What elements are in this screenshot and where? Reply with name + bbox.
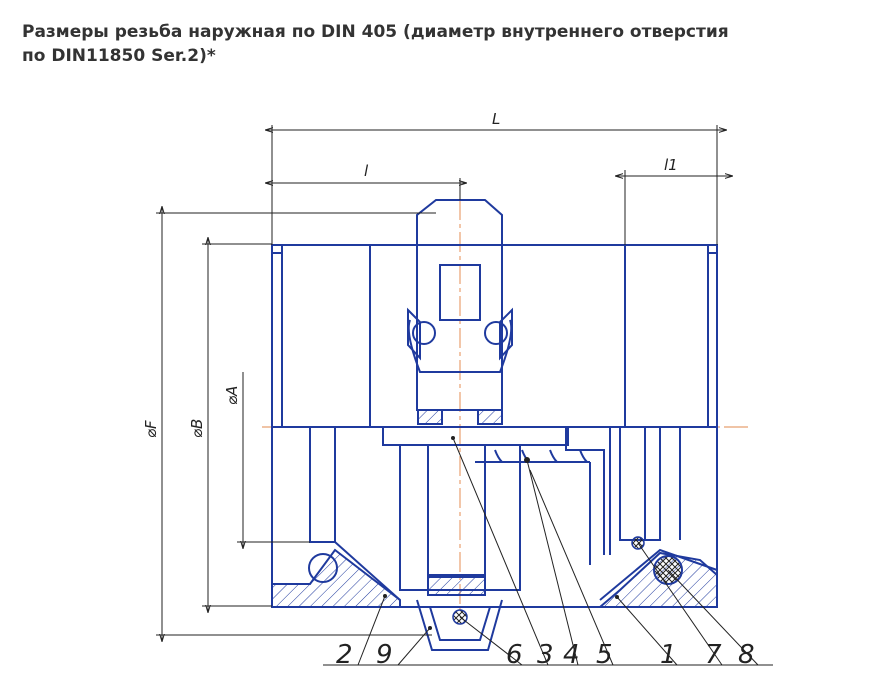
title-line-2: по DIN11850 Ser.2)* bbox=[22, 46, 216, 66]
dim-label-B: ⌀B bbox=[188, 419, 206, 438]
bottom-nozzle bbox=[416, 576, 503, 651]
title-line-1: Размеры резьба наружная по DIN 405 (диам… bbox=[22, 22, 729, 42]
dim-label-L: L bbox=[492, 110, 500, 128]
part-number-8: 8 bbox=[738, 640, 755, 670]
spring bbox=[494, 449, 588, 463]
dim-label-A: ⌀A bbox=[223, 386, 241, 405]
valve-stem bbox=[407, 199, 513, 425]
part-number-4: 4 bbox=[563, 640, 580, 670]
dimension-lines bbox=[156, 125, 732, 641]
page-title: Размеры резьба наружная по DIN 405 (диам… bbox=[22, 20, 782, 68]
leader-lines bbox=[323, 436, 773, 666]
part-number-6: 6 bbox=[506, 640, 523, 670]
dim-label-F: ⌀F bbox=[142, 420, 160, 438]
part-number-9: 9 bbox=[376, 640, 393, 670]
part-number-5: 5 bbox=[596, 640, 613, 670]
part-number-1: 1 bbox=[660, 640, 677, 670]
dim-label-l1: l1 bbox=[664, 156, 678, 174]
dim-label-l: l bbox=[364, 162, 369, 180]
hatched-section-left bbox=[271, 548, 401, 608]
body-outline bbox=[271, 244, 718, 428]
part-number-7: 7 bbox=[705, 640, 722, 670]
part-number-2: 2 bbox=[336, 640, 353, 670]
part-number-3: 3 bbox=[537, 640, 554, 670]
o-ring-left bbox=[308, 553, 338, 583]
